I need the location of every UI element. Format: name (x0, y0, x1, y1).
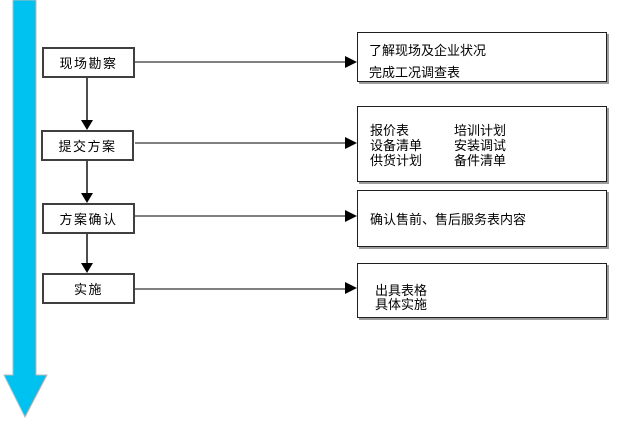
arrowhead-right-icon (345, 282, 357, 294)
step-box-implementation: 实施 (42, 273, 135, 304)
arrowhead-down-icon (81, 263, 93, 273)
step-box-plan-confirm: 方案确认 (42, 203, 135, 234)
arrowhead-right-icon (345, 137, 357, 149)
timeline-down-arrow-icon (3, 0, 48, 419)
connector-horizontal-2 (135, 142, 345, 144)
connector-vertical-3 (86, 234, 88, 264)
detail-line: 完成工况调查表 (369, 65, 461, 80)
detail-box-submit-plan: 报价表 设备清单 供货计划 培训计划 安装调试 备件清单 (357, 106, 607, 182)
step-box-site-survey: 现场勘察 (42, 47, 135, 78)
detail-line: 备件清单 (454, 153, 507, 168)
detail-column-right: 培训计划 安装调试 备件清单 (454, 123, 506, 181)
detail-line: 供货计划 (370, 153, 423, 168)
detail-line: 确认售前、售后服务表内容 (370, 212, 527, 227)
detail-line: 了解现场及企业状况 (369, 43, 487, 58)
step-label: 现场勘察 (59, 56, 118, 71)
step-label: 实施 (73, 282, 103, 297)
connector-vertical-1 (86, 78, 88, 121)
detail-line: 出具表格 (375, 283, 428, 298)
step-label: 提交方案 (58, 139, 117, 154)
arrowhead-right-icon (345, 210, 357, 222)
detail-box-site-survey: 了解现场及企业状况 完成工况调查表 (357, 32, 607, 82)
detail-box-plan-confirm: 确认售前、售后服务表内容 (357, 190, 607, 247)
connector-horizontal-1 (135, 61, 345, 63)
arrowhead-down-icon (81, 120, 93, 130)
arrowhead-down-icon (81, 193, 93, 203)
detail-line: 报价表 (370, 123, 410, 138)
detail-line: 设备清单 (370, 138, 423, 153)
detail-column-left: 报价表 设备清单 供货计划 (370, 123, 454, 181)
timeline-arrow-shape (3, 0, 48, 419)
detail-line: 培训计划 (454, 123, 507, 138)
connector-vertical-2 (86, 161, 88, 194)
detail-line: 具体实施 (375, 297, 428, 312)
connector-horizontal-4 (135, 288, 345, 290)
detail-line: 安装调试 (454, 138, 507, 153)
step-label: 方案确认 (59, 212, 118, 227)
connector-horizontal-3 (135, 215, 345, 217)
arrowhead-right-icon (345, 56, 357, 68)
detail-box-implementation: 出具表格 具体实施 (357, 263, 607, 318)
step-box-submit-plan: 提交方案 (41, 130, 134, 161)
